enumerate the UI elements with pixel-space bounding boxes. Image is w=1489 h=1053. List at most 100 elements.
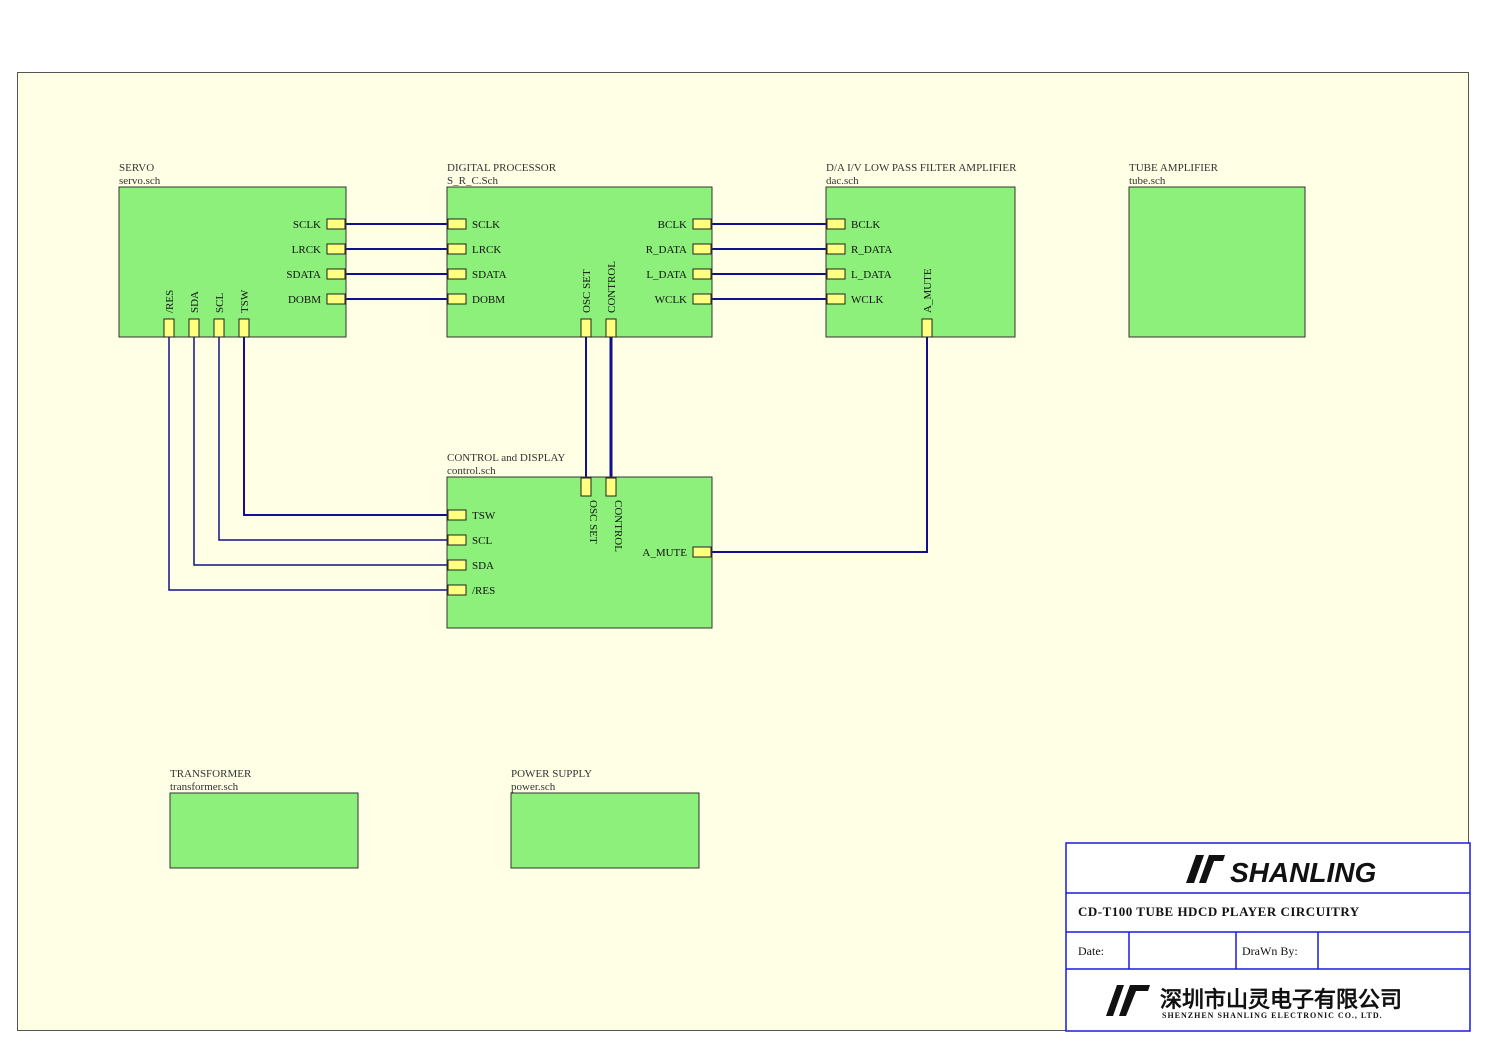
servo-pin-res xyxy=(163,318,175,338)
dac-label-wclk: WCLK xyxy=(851,294,883,306)
pin-connector xyxy=(447,243,467,255)
wire-a-mute xyxy=(712,337,928,553)
servo-pin-scl xyxy=(213,318,225,338)
block-servo[interactable]: SERVO servo.sch SCLK LRCK SDATA DOBM /RE… xyxy=(118,162,347,338)
power-file: power.sch xyxy=(511,781,556,793)
pin-connector xyxy=(447,268,467,280)
sheet-block xyxy=(118,186,347,338)
dac-file: dac.sch xyxy=(826,175,859,187)
servo-file: servo.sch xyxy=(119,175,161,187)
pin-connector xyxy=(692,293,712,305)
transformer-file: transformer.sch xyxy=(170,781,239,793)
dac-label-a-mute: A_MUTE xyxy=(922,268,934,313)
pin-connector xyxy=(447,584,467,596)
wire-tsw xyxy=(243,337,447,516)
logo-mark xyxy=(1106,985,1124,1016)
control-label-scl: SCL xyxy=(472,535,492,547)
sheet-block xyxy=(825,186,1016,338)
pin-connector xyxy=(826,218,846,230)
pin-connector xyxy=(692,243,712,255)
control-label-res: /RES xyxy=(472,585,495,597)
control-label-tsw: TSW xyxy=(472,510,496,522)
digital-label-bclk: BCLK xyxy=(658,219,687,231)
digital-label-sdata: SDATA xyxy=(472,269,507,281)
pin-connector xyxy=(692,546,712,558)
wire-scl xyxy=(218,337,447,541)
block-tube-amplifier[interactable]: TUBE AMPLIFIER tube.sch xyxy=(1128,162,1306,338)
dac-label-l-data: L_DATA xyxy=(851,269,892,281)
company-name-cn: 深圳市山灵电子有限公司 xyxy=(1160,987,1402,1013)
company-logo: 深圳市山灵电子有限公司 SHENZHEN SHANLING ELECTRONIC… xyxy=(1106,985,1402,1020)
control-label-control: CONTROL xyxy=(612,500,624,552)
pin-connector xyxy=(826,243,846,255)
digital-label-lrck: LRCK xyxy=(472,244,501,256)
dac-label-r-data: R_DATA xyxy=(851,244,892,256)
pin-connector xyxy=(692,268,712,280)
servo-title: SERVO xyxy=(119,162,154,174)
servo-pin-lrck xyxy=(326,243,346,255)
servo-pin-sclk xyxy=(326,218,346,230)
pin-connector xyxy=(447,509,467,521)
logo-mark xyxy=(1119,985,1150,1016)
dac-label-bclk: BCLK xyxy=(851,219,880,231)
dac-title: D/A I/V LOW PASS FILTER AMPLIFIER xyxy=(826,162,1017,174)
logo-mark xyxy=(1199,855,1225,883)
sheet-block xyxy=(446,186,713,338)
servo-pin-dobm xyxy=(326,293,346,305)
pin-connector xyxy=(921,318,933,338)
control-label-sda: SDA xyxy=(472,560,494,572)
digital-label-wclk: WCLK xyxy=(655,294,687,306)
drawing-title: CD-T100 TUBE HDCD PLAYER CIRCUITRY xyxy=(1078,904,1360,919)
pin-connector xyxy=(580,318,592,338)
shanling-logo: SHANLING xyxy=(1186,855,1376,888)
sheet-block xyxy=(446,476,713,629)
pin-connector xyxy=(447,293,467,305)
servo-label-sda: SDA xyxy=(189,291,201,313)
digital-title: DIGITAL PROCESSOR xyxy=(447,162,557,174)
sheet-block xyxy=(510,792,700,869)
wire-res xyxy=(168,337,447,591)
servo-label-lrck: LRCK xyxy=(292,244,321,256)
servo-pin-tsw xyxy=(238,318,250,338)
pin-connector xyxy=(826,268,846,280)
block-transformer[interactable]: TRANSFORMER transformer.sch xyxy=(169,768,359,869)
block-dac[interactable]: D/A I/V LOW PASS FILTER AMPLIFIER dac.sc… xyxy=(825,162,1017,338)
control-file: control.sch xyxy=(447,465,496,477)
digital-label-osc-set: OSC SET xyxy=(581,269,593,313)
pin-connector xyxy=(826,293,846,305)
servo-pin-sda xyxy=(188,318,200,338)
digital-label-dobm: DOBM xyxy=(472,294,505,306)
brand-name: SHANLING xyxy=(1230,857,1376,888)
rect-element xyxy=(1065,842,1471,1032)
tube-title: TUBE AMPLIFIER xyxy=(1129,162,1219,174)
servo-label-sdata: SDATA xyxy=(286,269,321,281)
sheet-block xyxy=(1128,186,1306,338)
block-digital-processor[interactable]: DIGITAL PROCESSOR S_R_C.Sch SCLK LRCK SD… xyxy=(446,162,713,338)
title-block: SHANLING CD-T100 TUBE HDCD PLAYER CIRCUI… xyxy=(1065,842,1471,1032)
block-power-supply[interactable]: POWER SUPPLY power.sch xyxy=(510,768,700,869)
digital-label-l-data: L_DATA xyxy=(646,269,687,281)
control-label-a-mute: A_MUTE xyxy=(642,547,687,559)
pin-connector xyxy=(447,559,467,571)
pin-connector xyxy=(605,318,617,338)
digital-file: S_R_C.Sch xyxy=(447,175,499,187)
pin-connector xyxy=(692,218,712,230)
digital-label-r-data: R_DATA xyxy=(646,244,687,256)
block-control-display[interactable]: CONTROL and DISPLAY control.sch TSW SCL … xyxy=(446,452,713,629)
digital-label-sclk: SCLK xyxy=(472,219,500,231)
pin-connector xyxy=(605,477,617,497)
servo-label-res: /RES xyxy=(164,290,176,313)
servo-label-tsw: TSW xyxy=(239,289,251,313)
control-title: CONTROL and DISPLAY xyxy=(447,452,565,464)
tube-file: tube.sch xyxy=(1129,175,1166,187)
pin-connector xyxy=(447,534,467,546)
digital-label-control: CONTROL xyxy=(606,261,618,313)
servo-label-dobm: DOBM xyxy=(288,294,321,306)
sheet-block xyxy=(169,792,359,869)
drawn-by-label: DraWn By: xyxy=(1242,944,1298,958)
control-label-osc-set: OSC SET xyxy=(587,500,599,544)
power-title: POWER SUPPLY xyxy=(511,768,592,780)
servo-label-scl: SCL xyxy=(214,293,226,313)
logo-mark xyxy=(1186,855,1204,883)
